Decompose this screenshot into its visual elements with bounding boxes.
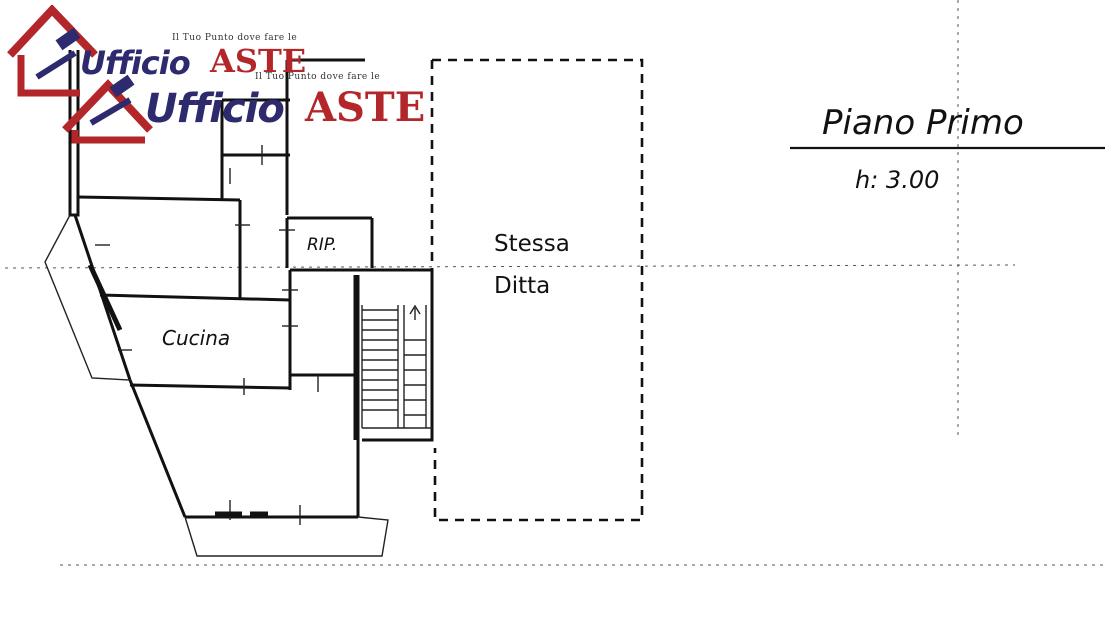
- floor-title: Piano Primo: [822, 103, 1024, 143]
- adjacent-property-outline: [430, 58, 644, 522]
- same-owner-label: Stessa Ditta: [494, 231, 570, 299]
- kitchen-label: Cucina: [162, 326, 230, 350]
- reference-line: [4, 264, 1016, 269]
- watermark-brand-suffix-2: ASTE: [305, 84, 426, 131]
- watermark-tagline-2: Il Tuo Punto dove fare le: [255, 72, 381, 82]
- balcony-outline: [44, 214, 389, 557]
- staircase: [353, 268, 434, 442]
- gavel-house-icon: [7, 5, 153, 144]
- storage-label: RIP.: [307, 235, 337, 255]
- watermark-brand-prefix: Ufficio: [80, 44, 191, 82]
- ceiling-height: h: 3.00: [855, 166, 939, 194]
- watermark-tagline: Il Tuo Punto dove fare le: [172, 33, 298, 43]
- watermark-brand-prefix-2: Ufficio: [145, 86, 285, 132]
- openings: [87, 145, 319, 525]
- watermark-brand-suffix: ASTE: [210, 42, 307, 80]
- apartment-walls: [68, 50, 374, 519]
